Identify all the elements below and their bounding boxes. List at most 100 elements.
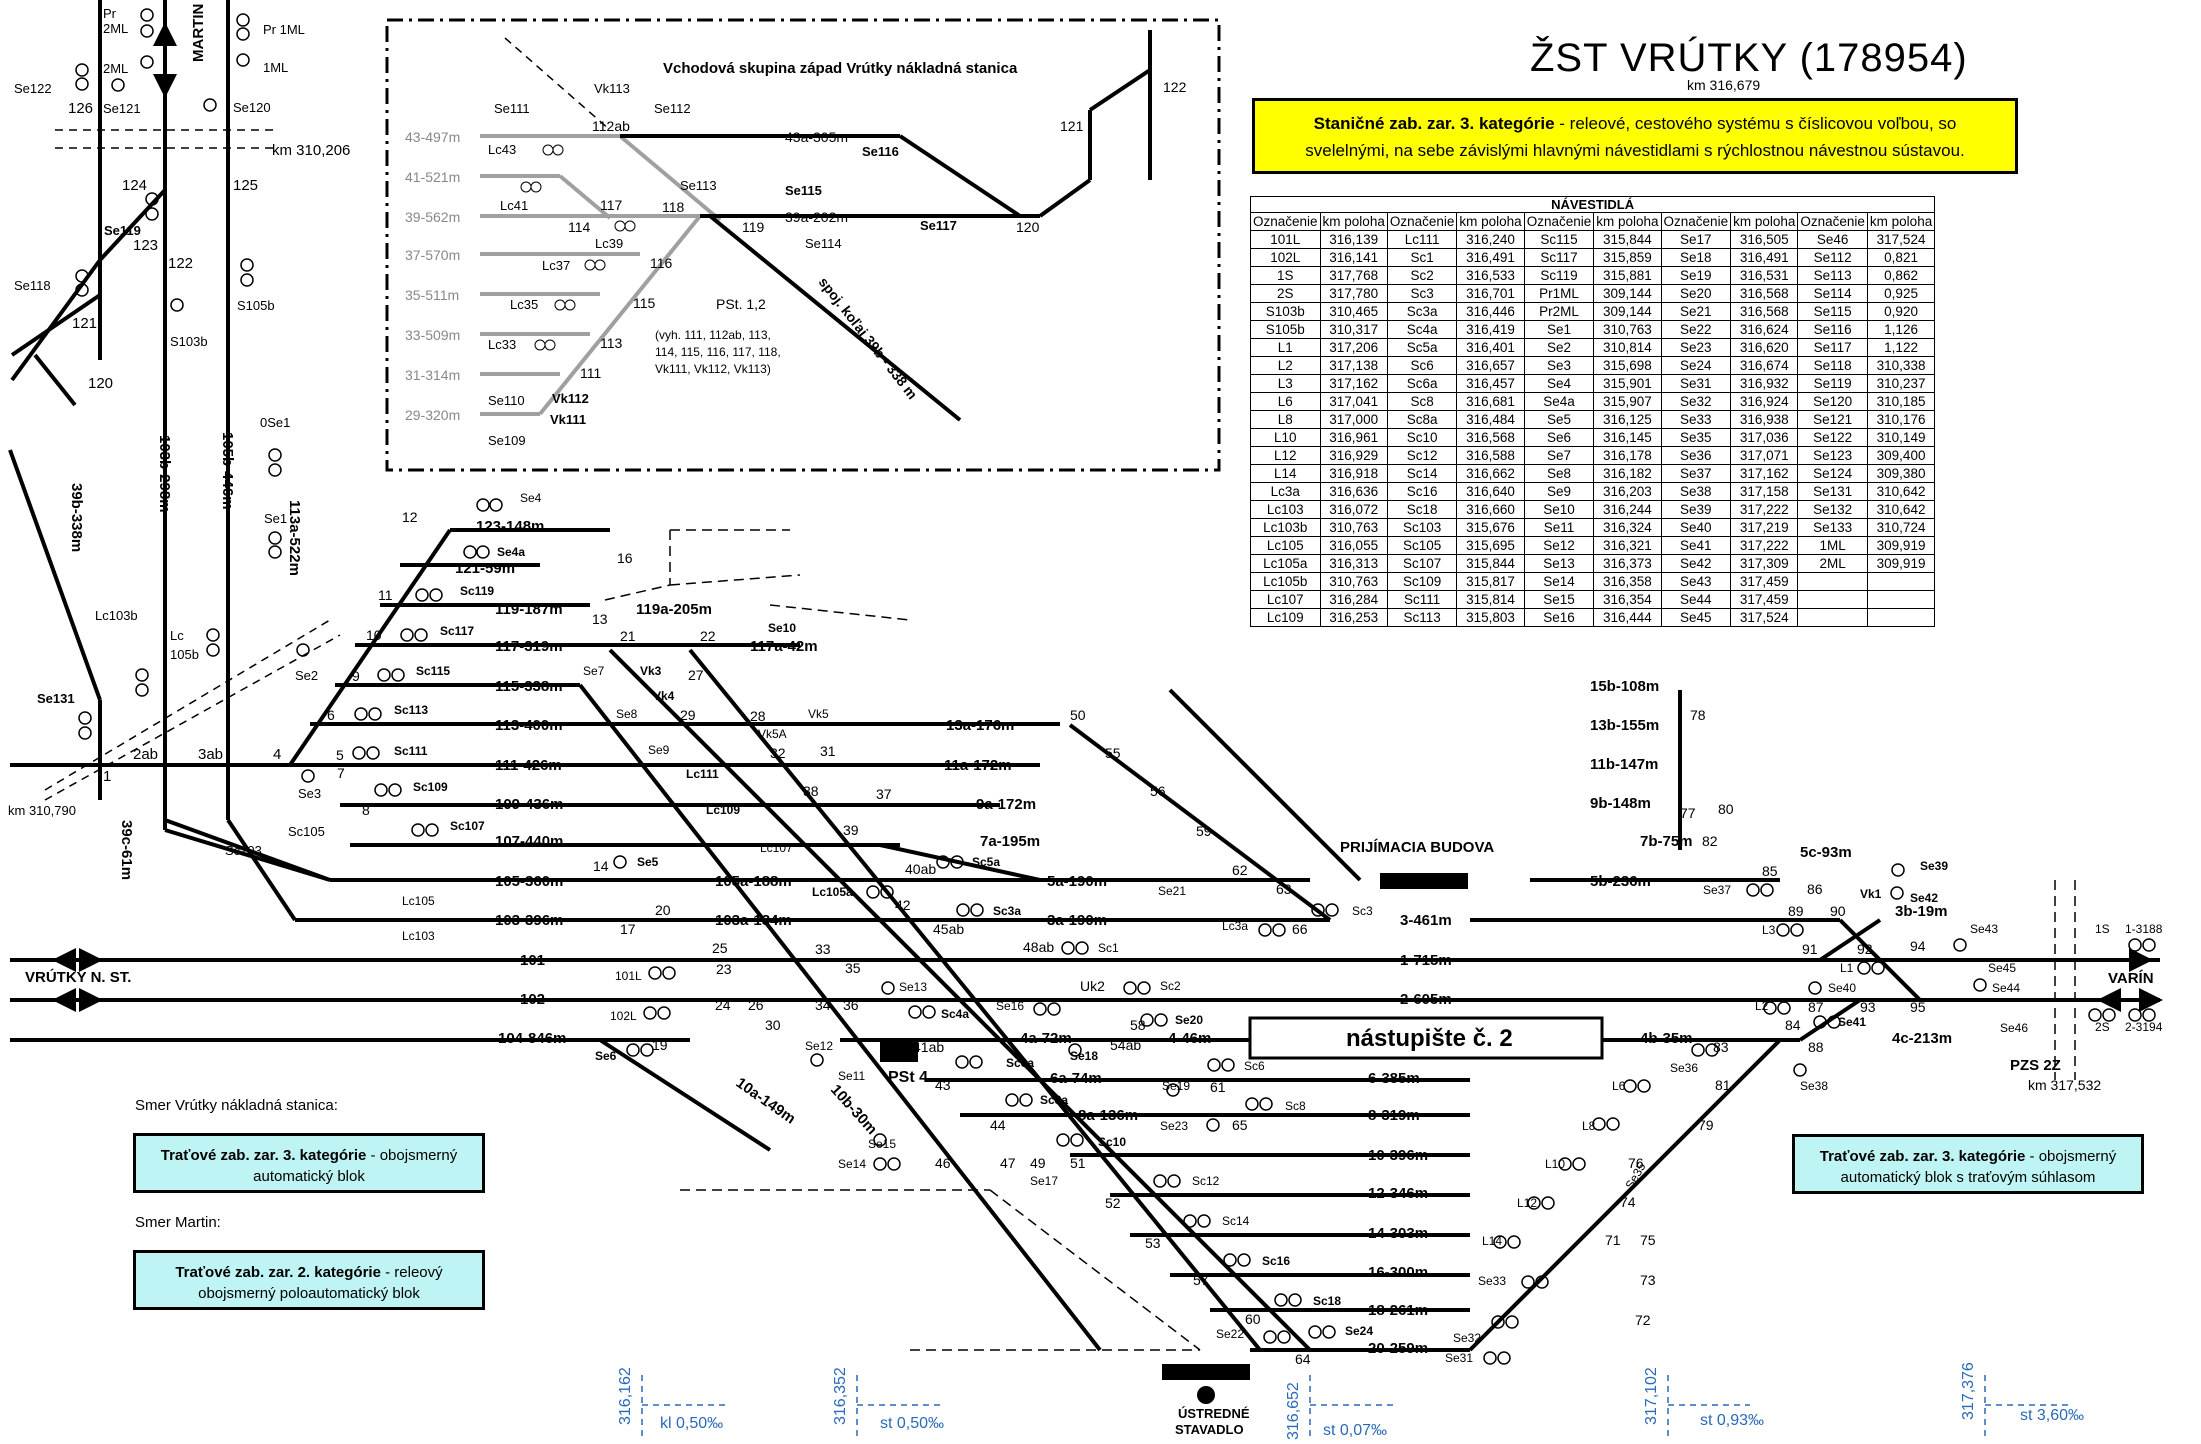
table-cell: Se45	[1660, 608, 1732, 627]
svg-text:89: 89	[1788, 903, 1804, 919]
svg-text:L2: L2	[1755, 999, 1769, 1013]
svg-text:10b-30m: 10b-30m	[827, 1081, 880, 1138]
table-cell: Se39	[1660, 500, 1732, 519]
svg-text:Se20: Se20	[1175, 1013, 1203, 1027]
svg-text:78: 78	[1690, 707, 1706, 723]
svg-text:94: 94	[1910, 938, 1926, 954]
svg-text:4b-35m: 4b-35m	[1640, 1030, 1693, 1047]
svg-text:Se7: Se7	[583, 664, 605, 678]
table-cell: Se1	[1523, 320, 1595, 339]
table-cell: 317,158	[1730, 482, 1799, 501]
svg-text:24: 24	[715, 997, 731, 1013]
inset-sidings	[480, 134, 722, 416]
table-cell: 317,162	[1730, 464, 1799, 483]
svg-text:42: 42	[895, 897, 911, 913]
svg-text:57: 57	[1193, 1272, 1209, 1288]
km-marker: km 310,206	[272, 142, 350, 159]
svg-text:Sc4a: Sc4a	[941, 1007, 969, 1021]
svg-text:47: 47	[1000, 1155, 1016, 1171]
svg-text:53: 53	[1145, 1235, 1161, 1251]
table-cell: Sc105	[1386, 536, 1458, 555]
svg-text:Sc3: Sc3	[1352, 904, 1373, 918]
svg-text:119a-205m: 119a-205m	[636, 601, 712, 618]
table-cell: 316,253	[1319, 608, 1388, 627]
svg-text:48ab: 48ab	[1023, 939, 1054, 955]
table-cell: 1,122	[1866, 338, 1936, 357]
svg-text:Lc107: Lc107	[760, 841, 793, 855]
svg-text:spoj. koľaj 39b - 338 m: spoj. koľaj 39b - 338 m	[816, 274, 921, 402]
svg-text:Se3: Se3	[298, 786, 321, 801]
svg-text:41-521m: 41-521m	[405, 169, 460, 185]
table-cell: 1S	[1250, 266, 1321, 285]
table-cell: Se3	[1523, 356, 1595, 375]
table-cell: 317,309	[1730, 554, 1799, 573]
svg-text:72: 72	[1635, 1312, 1651, 1328]
info-box-1: Traťové zab. zar. 3. kategórie - obojsme…	[133, 1133, 485, 1193]
km-marker: km 317,532	[2028, 1077, 2101, 1093]
svg-text:6-385m: 6-385m	[1368, 1070, 1420, 1087]
svg-text:39: 39	[843, 822, 859, 838]
table-cell: 316,505	[1730, 230, 1799, 249]
svg-text:39-562m: 39-562m	[405, 209, 460, 225]
table-cell: Se18	[1660, 248, 1732, 267]
table-cell: Se132	[1797, 500, 1868, 519]
svg-text:Se19: Se19	[1162, 1079, 1190, 1093]
svg-text:76: 76	[1628, 1155, 1644, 1171]
table-cell: 309,919	[1866, 536, 1936, 555]
svg-text:Se42: Se42	[1910, 891, 1938, 905]
svg-text:Se109: Se109	[488, 433, 526, 448]
svg-text:10-396m: 10-396m	[1368, 1147, 1428, 1164]
table-cell: Se24	[1660, 356, 1732, 375]
table-cell: 316,373	[1593, 554, 1662, 573]
table-cell	[1797, 590, 1868, 609]
table-cell: 315,695	[1456, 536, 1525, 555]
svg-text:Vk3: Vk3	[640, 664, 662, 678]
central-box-label: STAVADLO	[1175, 1422, 1244, 1437]
central-box-label: ÚSTREDNÉ	[1178, 1406, 1250, 1421]
table-cell: S105b	[1250, 320, 1321, 339]
svg-text:16: 16	[617, 550, 633, 566]
svg-text:33-509m: 33-509m	[405, 327, 460, 343]
table-cell: 316,674	[1730, 356, 1799, 375]
central-box-building	[1162, 1364, 1250, 1380]
table-cell: 101L	[1250, 230, 1321, 249]
table-cell: 316,681	[1456, 392, 1525, 411]
svg-text:13a-176m: 13a-176m	[946, 717, 1014, 734]
svg-text:L1: L1	[1840, 961, 1854, 975]
svg-text:Se1: Se1	[264, 511, 287, 526]
table-cell: 317,071	[1730, 446, 1799, 465]
table-cell: Se5	[1523, 410, 1595, 429]
table-cell: Se117	[1797, 338, 1868, 357]
category-text: - releové, cestového systému s číslicovo…	[1559, 114, 1957, 133]
table-cell: 316,055	[1319, 536, 1388, 555]
svg-text:36: 36	[843, 997, 859, 1013]
svg-text:111-426m: 111-426m	[495, 757, 562, 774]
table-cell: Se46	[1797, 230, 1868, 249]
svg-text:Se32: Se32	[1453, 1331, 1481, 1345]
table-cell: 317,524	[1730, 608, 1799, 627]
svg-text:Lc111: Lc111	[686, 767, 719, 781]
svg-text:90: 90	[1830, 903, 1846, 919]
svg-text:Se17: Se17	[1030, 1174, 1058, 1188]
table-cell: 316,918	[1319, 464, 1388, 483]
svg-text:7b-75m: 7b-75m	[1640, 833, 1693, 850]
svg-text:Lc109: Lc109	[706, 803, 740, 817]
table-cell: Sc1	[1386, 248, 1458, 267]
svg-text:80: 80	[1718, 801, 1734, 817]
station-title: ŽST VRÚTKY (178954)	[1530, 36, 1968, 80]
table-cell: Lc103	[1250, 500, 1321, 519]
svg-text:2ab: 2ab	[133, 746, 158, 763]
track-label: 113a-522m	[286, 500, 303, 576]
table-cell: Se38	[1660, 482, 1732, 501]
svg-text:17: 17	[620, 921, 636, 937]
svg-text:5b-236m: 5b-236m	[1590, 873, 1651, 890]
svg-text:66: 66	[1292, 921, 1308, 937]
svg-text:3ab: 3ab	[198, 746, 223, 763]
svg-text:316,652: 316,652	[1285, 1382, 1302, 1440]
table-cell: Sc10	[1386, 428, 1458, 447]
